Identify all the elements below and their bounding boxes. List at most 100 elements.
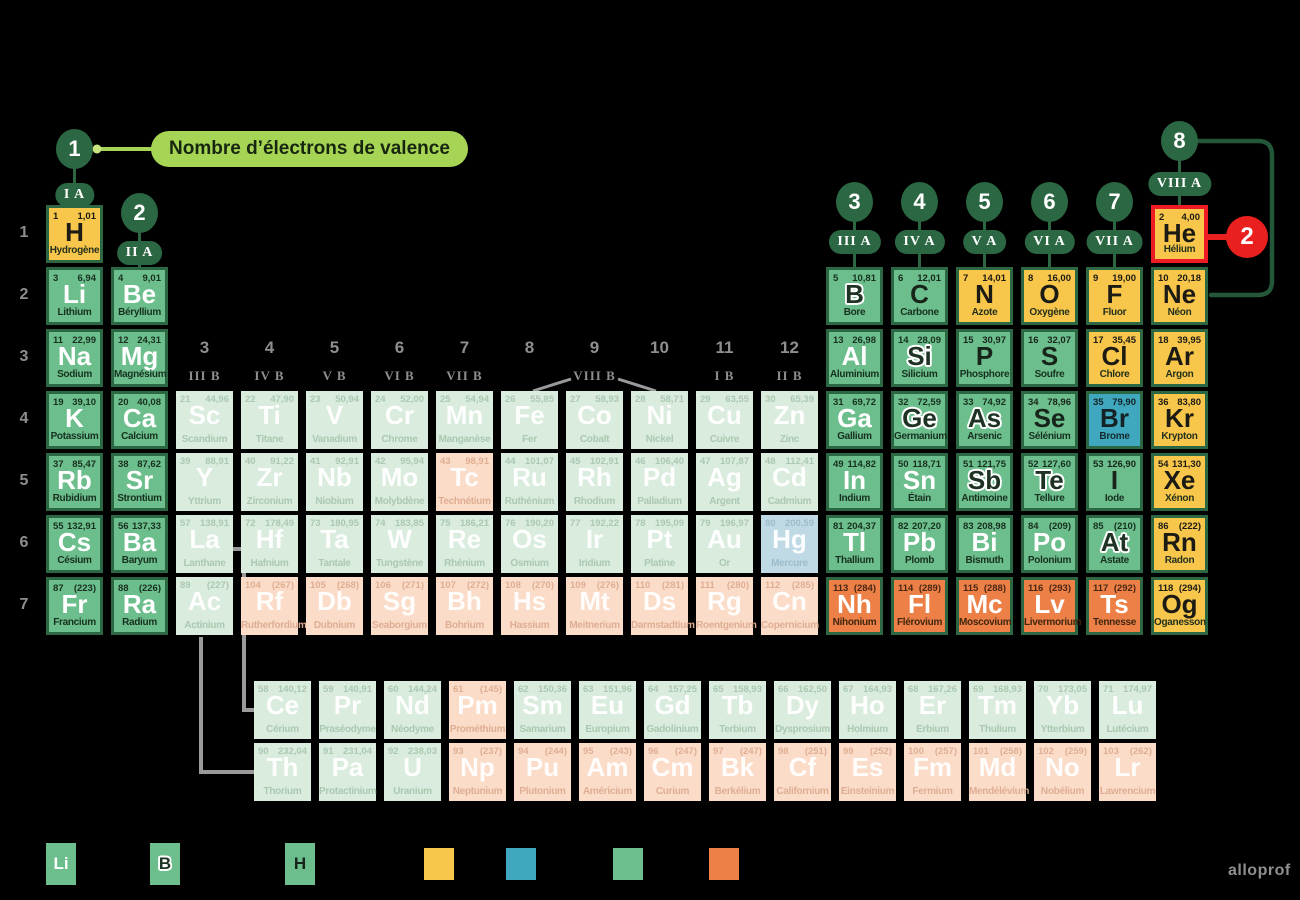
element-symbol: Nd	[395, 690, 430, 720]
element-symbol: Xe	[1163, 465, 1196, 495]
group-number-4: 4	[264, 338, 275, 357]
valence-callout-label: Nombre d’électrons de valence	[151, 131, 468, 167]
group-pill-1: I A	[54, 183, 95, 207]
atomic-number: 57	[180, 518, 191, 529]
element-symbol: Fm	[913, 752, 952, 782]
element-name: Praséodyme	[319, 724, 376, 735]
atomic-mass: 63,55	[725, 394, 749, 405]
atomic-number: 113	[833, 583, 849, 594]
watermark: alloprof	[1228, 862, 1291, 879]
group-pill-8: VIII A	[1147, 172, 1212, 196]
group-roman-7: VII B	[446, 368, 483, 383]
element-symbol: As	[967, 403, 1002, 433]
element-name: Rhodium	[573, 496, 616, 507]
element-symbol: Ds	[642, 586, 677, 616]
group-number-8: 8	[524, 338, 535, 357]
atomic-mass: (145)	[479, 684, 502, 695]
element-name: Plutonium	[519, 786, 566, 797]
element-symbol: Ge	[902, 403, 937, 433]
element-name: Silicium	[901, 369, 938, 380]
element-symbol: Os	[512, 524, 547, 554]
element-symbol: Eu	[590, 690, 625, 720]
element-symbol: Ir	[585, 524, 604, 554]
atomic-number: 38	[118, 459, 129, 470]
atomic-mass: 121,75	[976, 459, 1006, 470]
element-name: Américium	[583, 786, 632, 797]
atomic-number: 95	[583, 746, 594, 757]
atomic-mass: 72,59	[917, 397, 941, 408]
element-symbol: Ce	[265, 690, 300, 720]
atomic-mass: 74,92	[982, 397, 1006, 408]
element-name: Astate	[1100, 555, 1129, 566]
atomic-mass: (284)	[853, 583, 876, 594]
atomic-mass: 35,45	[1112, 335, 1136, 346]
element-symbol: Cs	[57, 527, 92, 557]
element-name: Arsenic	[967, 431, 1002, 442]
element-name: Thorium	[263, 786, 302, 797]
element-symbol: Pu	[525, 752, 560, 782]
atomic-mass: 168,93	[992, 684, 1022, 695]
element-symbol: Kr	[1165, 403, 1194, 433]
atomic-number: 56	[118, 521, 129, 532]
atomic-mass: 83,80	[1177, 397, 1201, 408]
element-symbol: Mo	[380, 462, 419, 492]
element-symbol: F	[1106, 279, 1123, 309]
element-name: Soufre	[1034, 369, 1065, 380]
atomic-mass: (281)	[661, 580, 684, 591]
atomic-mass: (292)	[1113, 583, 1136, 594]
atomic-mass: 131,30	[1171, 459, 1201, 470]
element-symbol: Te	[1035, 465, 1064, 495]
atomic-mass: (237)	[479, 746, 502, 757]
atomic-number: 16	[1028, 335, 1039, 346]
atomic-number: 10	[1158, 273, 1169, 284]
element-symbol: Ru	[512, 462, 547, 492]
element-name: Radium	[122, 617, 157, 628]
atomic-mass: 102,91	[589, 456, 619, 467]
atomic-number: 1	[53, 211, 59, 222]
atomic-mass: 92,91	[335, 456, 359, 467]
atomic-number: 67	[843, 684, 854, 695]
atomic-number: 69	[973, 684, 984, 695]
element-name: Tungstène	[375, 558, 424, 569]
element-symbol: U	[403, 752, 422, 782]
element-symbol: Rb	[57, 465, 92, 495]
atomic-number: 91	[323, 746, 334, 757]
element-name: Lanthane	[183, 558, 226, 569]
atomic-number: 46	[635, 456, 646, 467]
atomic-number: 23	[310, 394, 321, 405]
atomic-number: 98	[778, 746, 789, 757]
atomic-mass: 4,00	[1181, 212, 1201, 223]
atomic-mass: 158,93	[732, 684, 762, 695]
element-symbol: Rf	[255, 586, 284, 616]
legend-swatch-3	[613, 848, 643, 880]
atomic-number: 106	[375, 580, 391, 591]
legend-sample-symbol: Li	[53, 854, 69, 873]
atomic-number: 59	[323, 684, 334, 695]
atomic-number: 40	[245, 456, 256, 467]
he-valence-badge: 2	[1226, 216, 1268, 258]
element-name: Béryllium	[118, 307, 161, 318]
atomic-number: 3	[53, 273, 59, 284]
element-name: Fermium	[912, 786, 953, 797]
element-name: Tellure	[1034, 493, 1065, 504]
atomic-mass: (222)	[1178, 521, 1201, 532]
